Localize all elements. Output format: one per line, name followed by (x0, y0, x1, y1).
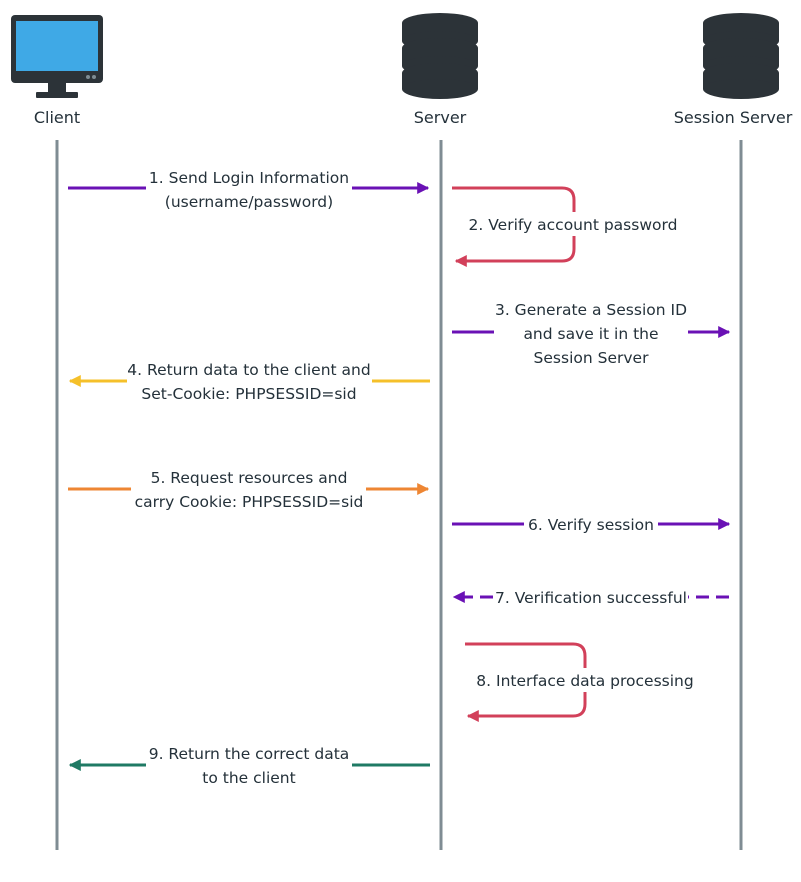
step-5-label-line-2: carry Cookie: PHPSESSID=sid (135, 493, 364, 511)
step-2-label: 2. Verify account password (469, 216, 678, 234)
step-5-label-line-1: 5. Request resources and (151, 469, 348, 487)
step-7-label: 7. Verification successful (495, 589, 687, 607)
client-actor: Client (11, 15, 103, 127)
step-3-label-line-3: Session Server (534, 349, 650, 367)
step-4-label-line-1: 4. Return data to the client and (127, 361, 370, 379)
database-icon (703, 13, 779, 99)
session-server-label: Session Server (674, 108, 793, 127)
step-5-message: 5. Request resources and carry Cookie: P… (68, 469, 430, 511)
step-9-label-line-2: to the client (202, 769, 295, 787)
server-label: Server (414, 108, 467, 127)
step-1-label-line-1: 1. Send Login Information (149, 169, 349, 187)
step-7-message: 7. Verification successful (452, 589, 729, 607)
step-4-message: 4. Return data to the client and Set-Coo… (68, 361, 430, 403)
step-6-message: 6. Verify session (452, 516, 731, 534)
server-actor: Server (402, 13, 478, 127)
step-3-message: 3. Generate a Session ID and save it in … (452, 301, 731, 367)
database-icon (402, 13, 478, 99)
step-9-message: 9. Return the correct data to the client (68, 745, 430, 787)
session-server-actor: Session Server (674, 13, 793, 127)
step-2-message: 2. Verify account password (452, 186, 680, 267)
step-6-label: 6. Verify session (528, 516, 654, 534)
step-4-label-line-2: Set-Cookie: PHPSESSID=sid (141, 385, 356, 403)
step-8-message: 8. Interface data processing (465, 642, 696, 722)
monitor-icon (11, 15, 103, 98)
client-label: Client (34, 108, 80, 127)
step-1-label-line-2: (username/password) (165, 193, 333, 211)
step-1-message: 1. Send Login Information (username/pass… (68, 169, 430, 211)
step-3-label-line-1: 3. Generate a Session ID (495, 301, 687, 319)
step-9-label-line-1: 9. Return the correct data (149, 745, 350, 763)
step-3-label-line-2: and save it in the (523, 325, 658, 343)
step-8-label: 8. Interface data processing (476, 672, 693, 690)
